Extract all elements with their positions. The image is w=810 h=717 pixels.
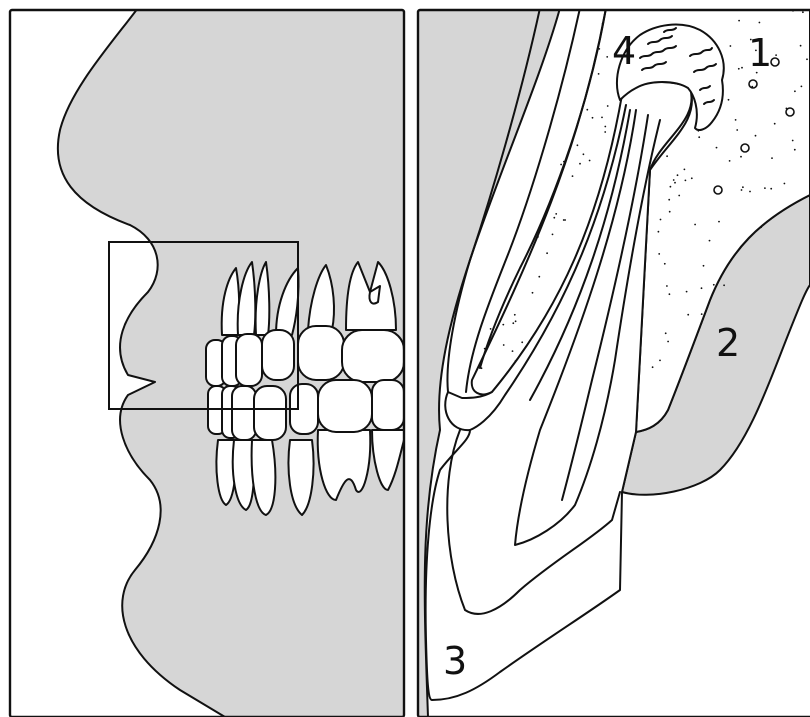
bone-dot <box>673 179 675 181</box>
left-panel <box>58 8 404 717</box>
bone-dot <box>538 276 540 278</box>
bone-dot <box>802 11 804 13</box>
label-4: 4 <box>612 29 636 73</box>
bone-dot <box>728 99 730 101</box>
bone-dot <box>563 219 565 221</box>
bone-dot <box>718 221 720 223</box>
bone-dot <box>729 160 731 162</box>
bone-dot <box>686 291 688 293</box>
bone-dot <box>532 292 534 294</box>
bone-dot <box>723 284 725 286</box>
bone-dot <box>604 131 606 133</box>
bone-dot <box>579 163 581 165</box>
bone-dot <box>606 56 608 58</box>
bone-dot <box>572 175 574 177</box>
bone-dot <box>666 155 668 157</box>
bone-dot <box>800 45 802 47</box>
bone-dot <box>741 67 743 69</box>
bone-dot <box>716 147 718 149</box>
label-1: 1 <box>748 31 772 75</box>
bone-dot <box>666 285 668 287</box>
bone-dot <box>678 195 680 197</box>
bone-dot <box>759 22 761 24</box>
bone-dot <box>659 360 661 362</box>
bone-dot <box>764 187 766 189</box>
bone-dot <box>589 160 591 162</box>
bone-dot <box>741 189 743 191</box>
bone-dot <box>738 68 740 70</box>
bone-dot <box>583 153 585 155</box>
label-2: 2 <box>716 321 740 365</box>
label-3: 3 <box>443 639 467 683</box>
bone-dot <box>770 188 772 190</box>
bone-dot <box>735 119 737 121</box>
bone-dot <box>598 73 600 75</box>
bone-dot <box>560 164 562 166</box>
bone-dot <box>691 177 693 179</box>
bone-dot <box>515 320 517 322</box>
right-panel: 1 2 3 4 <box>418 8 810 717</box>
bone-dot <box>668 199 670 201</box>
bone-dot <box>701 313 703 315</box>
bone-dot <box>658 253 660 255</box>
bone-dot <box>667 341 669 343</box>
bone-dot <box>742 186 744 188</box>
bone-dot <box>806 58 808 60</box>
bone-dot <box>674 182 676 184</box>
bone-dot <box>586 109 588 111</box>
bone-dot <box>490 328 492 330</box>
bone-dot <box>552 234 554 236</box>
bone-dot <box>553 217 555 219</box>
bone-dot <box>607 105 609 107</box>
bone-dot <box>537 236 539 238</box>
bone-dot <box>546 252 548 254</box>
bone-dot <box>749 191 751 193</box>
bone-dot <box>604 126 606 128</box>
bone-dot <box>713 284 715 286</box>
bone-dot <box>664 263 666 265</box>
bone-dot <box>784 183 786 185</box>
bone-dot <box>740 156 742 158</box>
bone-dot <box>698 136 700 138</box>
bone-dot <box>730 45 732 47</box>
bone-dot <box>687 314 689 316</box>
bone-dot <box>792 140 794 142</box>
bone-dot <box>677 174 679 176</box>
bone-dot <box>658 231 660 233</box>
bone-dot <box>794 90 796 92</box>
bone-dot <box>652 366 654 368</box>
bone-dot <box>502 324 504 326</box>
bone-dot <box>736 129 738 131</box>
bone-dot <box>771 157 773 159</box>
bone-dot <box>660 219 662 221</box>
bone-dot <box>514 314 516 316</box>
bone-dot <box>755 135 757 137</box>
bone-dot <box>665 332 667 334</box>
bone-dot <box>801 86 803 88</box>
bone-dot <box>669 211 671 213</box>
bone-dot <box>577 144 579 146</box>
bone-dot <box>512 350 514 352</box>
bone-dot <box>701 287 703 289</box>
bone-dot <box>738 20 740 22</box>
bone-dot <box>669 293 671 295</box>
bone-dot <box>685 180 687 182</box>
bone-dot <box>703 265 705 267</box>
bone-dot <box>601 117 603 119</box>
bone-dot <box>774 123 776 125</box>
bone-dot <box>592 117 594 119</box>
bone-dot <box>512 322 514 324</box>
bone-dot <box>503 344 505 346</box>
bone-dot <box>775 54 777 56</box>
bone-dot <box>760 226 762 228</box>
bone-dot <box>684 169 686 171</box>
bone-dot <box>670 186 672 188</box>
bone-dot <box>709 240 711 242</box>
bone-dot <box>694 224 696 226</box>
bone-dot <box>521 341 523 343</box>
bone-dot <box>555 213 557 215</box>
bone-dot <box>794 149 796 151</box>
